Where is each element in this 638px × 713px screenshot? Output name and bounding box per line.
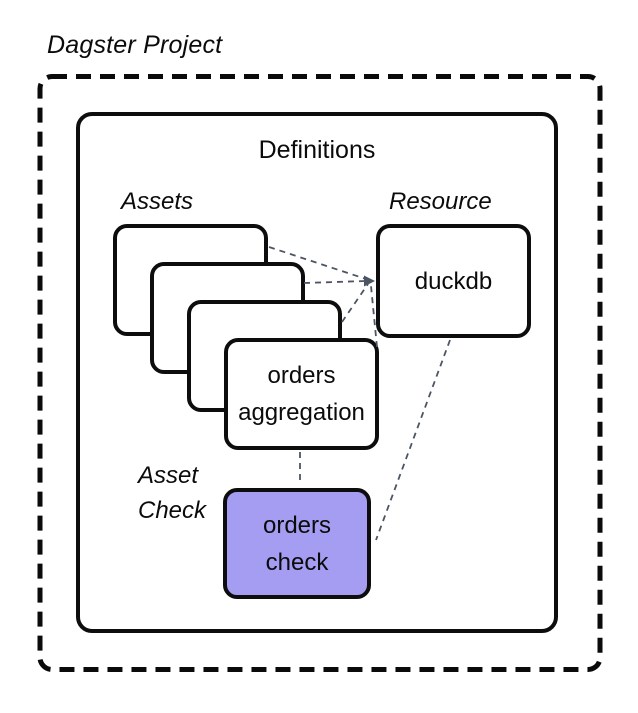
asset-check-group-label-line2: Check bbox=[138, 497, 207, 524]
dagster-project-title: Dagster Project bbox=[47, 31, 223, 59]
definitions-label: Definitions bbox=[258, 136, 376, 164]
orders-check-label-line1: orders bbox=[262, 511, 332, 539]
asset-check-group-label-line1: Asset bbox=[138, 462, 199, 489]
duckdb-label: duckdb bbox=[414, 267, 493, 295]
assets-group-label: Assets bbox=[121, 188, 194, 215]
resource-group-label: Resource bbox=[389, 188, 492, 215]
asset-check-card-orders-check: orders check bbox=[223, 488, 371, 599]
orders-check-label-line2: check bbox=[265, 548, 329, 576]
orders-aggregation-label-line1: orders bbox=[267, 362, 336, 389]
orders-aggregation-label-line2: aggregation bbox=[238, 399, 365, 426]
asset-card-orders-aggregation: orders aggregation bbox=[224, 338, 379, 450]
resource-card-duckdb: duckdb bbox=[376, 224, 531, 338]
asset-check-group-label: Asset Check bbox=[138, 458, 206, 528]
